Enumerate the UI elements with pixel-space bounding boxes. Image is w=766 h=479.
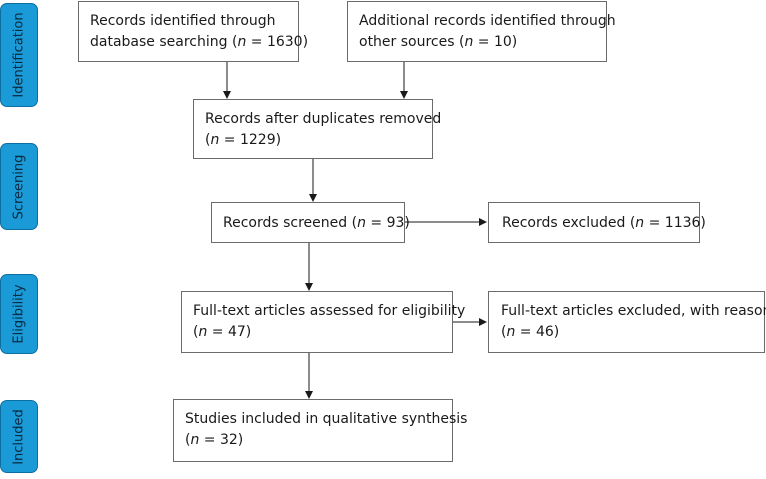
box-duplicates-removed: Records after duplicates removed (n = 12… xyxy=(193,99,442,159)
box-records-excluded: Records excluded (n = 1136) xyxy=(488,202,706,243)
other-sources-line2: other sources (n = 10) xyxy=(359,34,518,50)
box-fulltext-assessed: Full-text articles assessed for eligibil… xyxy=(181,291,466,353)
fulltext-assessed-line1: Full-text articles assessed for eligibil… xyxy=(193,303,466,319)
db-search-line2: database searching (n = 1630) xyxy=(90,34,309,50)
screened-line1: Records screened (n = 93) xyxy=(223,215,410,231)
duplicates-line2: (n = 1229) xyxy=(205,132,282,148)
included-line2: (n = 32) xyxy=(185,432,244,448)
fulltext-assessed-line2: (n = 47) xyxy=(193,324,252,340)
fulltext-excluded-line2: (n = 46) xyxy=(501,324,560,340)
stage-screening: Screening xyxy=(0,143,38,230)
box-other-sources: Additional records identified through ot… xyxy=(347,1,616,62)
stage-identification: Identification xyxy=(0,3,38,107)
box-records-screened: Records screened (n = 93) xyxy=(211,202,410,243)
stage-eligibility: Eligibility xyxy=(0,274,38,354)
duplicates-line1: Records after duplicates removed xyxy=(205,111,442,127)
excluded-line1: Records excluded (n = 1136) xyxy=(502,215,706,231)
other-sources-line1: Additional records identified through xyxy=(359,13,616,29)
included-line1: Studies included in qualitative synthesi… xyxy=(185,411,468,427)
fulltext-excluded-line1: Full-text articles excluded, with reason… xyxy=(501,303,766,319)
box-studies-included: Studies included in qualitative synthesi… xyxy=(173,399,468,462)
box-database-searching: Records identified through database sear… xyxy=(78,1,309,62)
db-search-line1: Records identified through xyxy=(90,13,276,29)
box-fulltext-excluded: Full-text articles excluded, with reason… xyxy=(488,291,766,353)
stage-included: Included xyxy=(0,400,38,473)
